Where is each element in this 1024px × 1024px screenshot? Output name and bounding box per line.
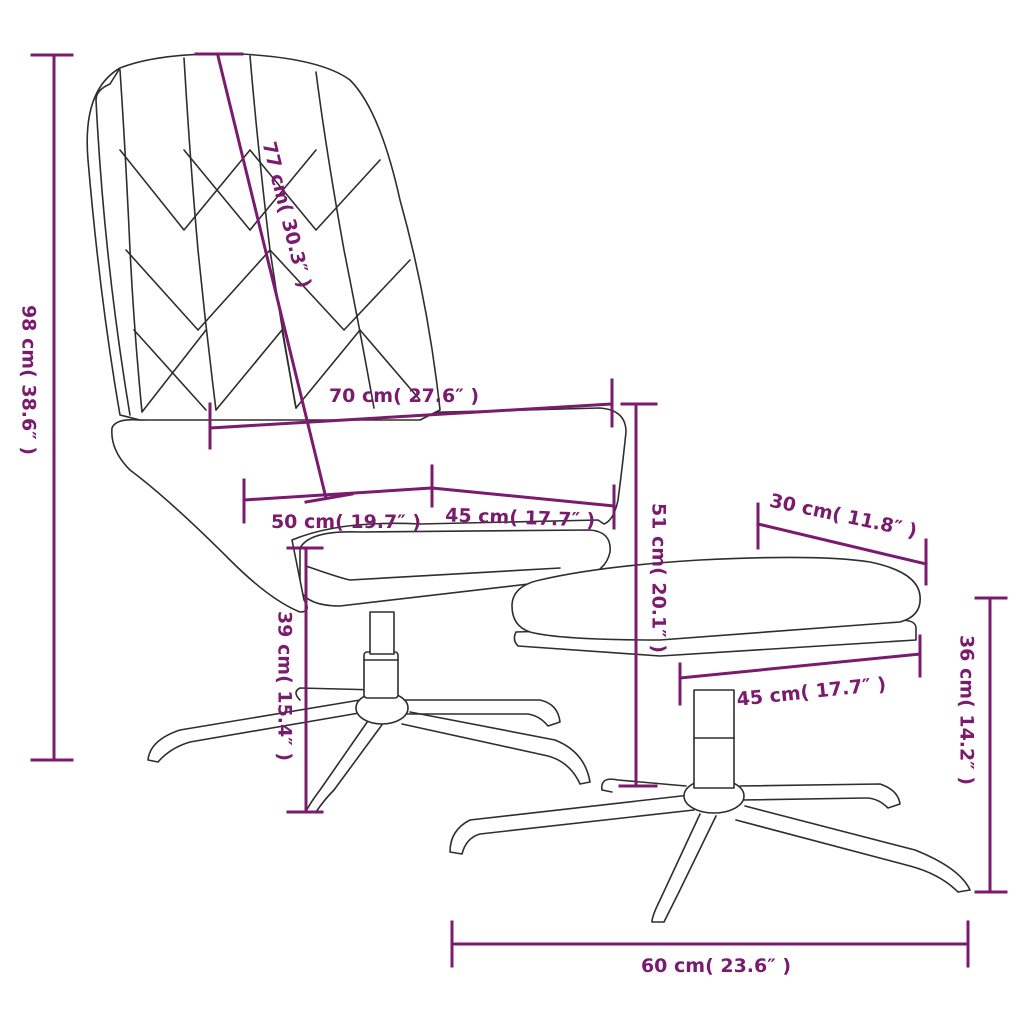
ottoman-base [449,689,971,923]
ottoman-height-label: 36 cm( 14.2″ ) [956,635,978,785]
ottoman-cushion [511,556,921,641]
backrest-tufting [119,55,421,413]
overall-depth-label: 60 cm( 23.6″ ) [641,955,791,977]
total-width-label: 70 cm( 27.6″ ) [329,385,479,407]
total-height-label: 98 cm( 38.6″ ) [18,305,40,455]
ottoman-depth-label: 30 cm( 11.8″ ) [768,490,919,543]
dimension-lines [30,52,1008,968]
chair-base [147,611,591,813]
ottoman-width-label: 45 cm( 17.7″ ) [736,673,888,711]
arm-height-label: 51 cm( 20.1″ ) [648,503,670,653]
seat-width-label: 50 cm( 19.7″ ) [271,511,421,533]
chair-shell [111,407,627,613]
chair-seat-cushion [299,529,611,607]
seat-depth-label: 45 cm( 17.7″ ) [445,504,596,531]
chair-drawing [86,52,627,813]
ottoman-drawing [449,556,971,923]
seat-height-label: 39 cm( 15.4″ ) [274,611,296,761]
